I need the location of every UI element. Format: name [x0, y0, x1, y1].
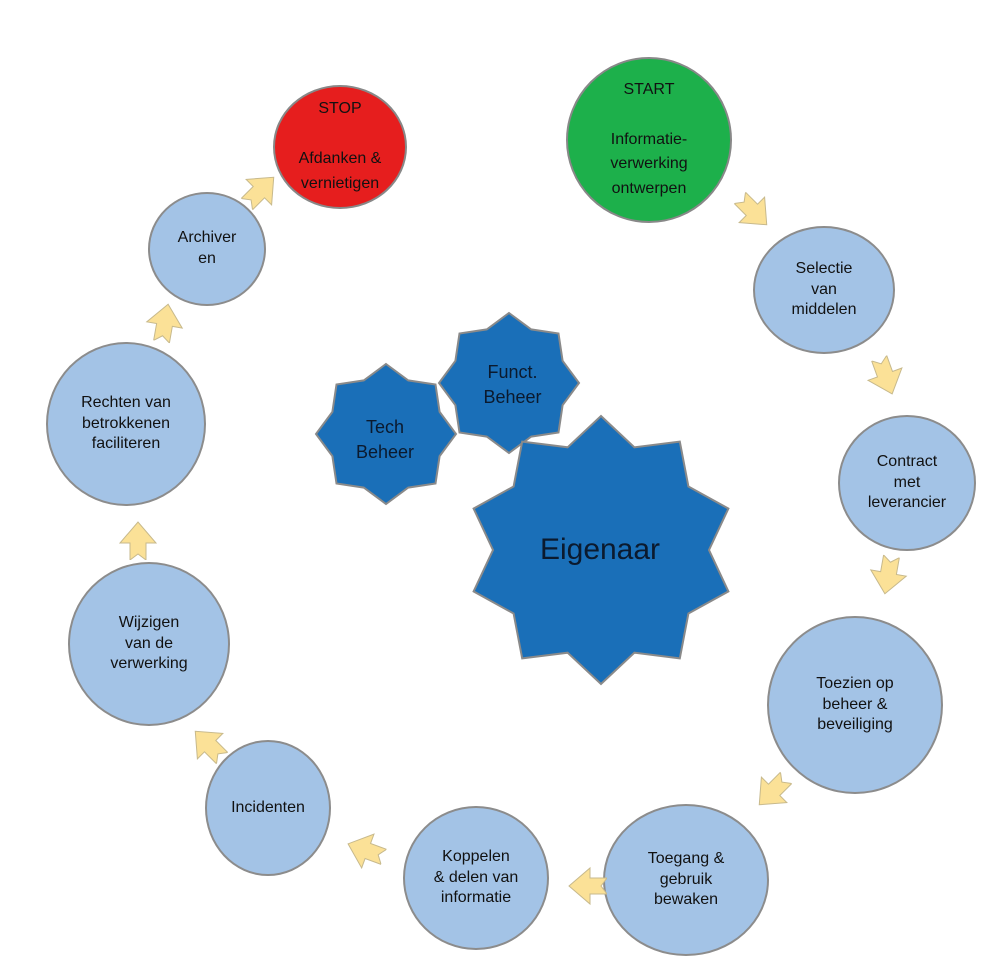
stop-title: STOP — [318, 100, 362, 118]
step-contract-met-leverancier: Contract met leverancier — [838, 415, 976, 551]
step-label: Koppelen & delen van informatie — [433, 847, 519, 907]
arrow-contract-to-toezien — [869, 553, 908, 595]
step-label: Toegang & gebruik bewaken — [647, 849, 725, 909]
start-title: START — [623, 81, 675, 99]
stop-text: Afdanken & vernietigen — [298, 150, 382, 192]
step-archiveren: Archiver en — [148, 192, 266, 306]
tech-beheer-star — [314, 362, 458, 506]
arrow-wijzigen-to-rechten — [118, 521, 158, 560]
arrow-rechten-to-archiveren — [145, 303, 184, 345]
step-incidenten: Incidenten — [205, 740, 331, 876]
arrow-toegang-to-koppelen — [568, 866, 607, 906]
step-label: Contract met leverancier — [867, 452, 947, 512]
step-label: Archiver en — [177, 229, 237, 267]
step-toezien-op-beheer: Toezien op beheer & beveiliging — [767, 616, 943, 794]
eigenaar-star — [472, 414, 730, 686]
step-label: Rechten van betrokkenen faciliteren — [81, 393, 171, 453]
arrow-start-to-selectie — [733, 191, 768, 226]
step-koppelen-delen: Koppelen & delen van informatie — [403, 806, 549, 950]
start-text: Informatie- verwerking ontwerpen — [610, 130, 688, 198]
arrow-incidenten-to-wijzigen — [194, 730, 229, 765]
arrow-selectie-to-contract — [866, 354, 903, 395]
arrow-archiveren-to-stop — [240, 176, 275, 211]
arrow-koppelen-to-incidenten — [347, 833, 388, 870]
step-rechten-betrokkenen: Rechten van betrokkenen faciliteren — [46, 342, 206, 506]
arrow-toezien-to-toegang — [758, 771, 793, 806]
step-label: Incidenten — [231, 798, 305, 816]
funct-beheer-star — [437, 311, 581, 455]
step-label: Selectie van middelen — [791, 259, 857, 319]
step-toegang-gebruik-bewaken: Toegang & gebruik bewaken — [603, 804, 769, 956]
tech-beheer-label: Tech Beheer — [355, 416, 415, 462]
step-label: Toezien op beheer & beveiliging — [816, 674, 894, 734]
eigenaar-label: Eigenaar — [539, 533, 661, 566]
start-node: START Informatie- verwerking ontwerpen — [566, 57, 732, 223]
step-label: Wijzigen van de verwerking — [110, 613, 188, 673]
step-wijzigen-verwerking: Wijzigen van de verwerking — [68, 562, 230, 726]
stop-node: STOP Afdanken & vernietigen — [273, 85, 407, 209]
funct-beheer-label: Funct. Beheer — [483, 361, 542, 407]
step-selectie-van-middelen: Selectie van middelen — [753, 226, 895, 354]
